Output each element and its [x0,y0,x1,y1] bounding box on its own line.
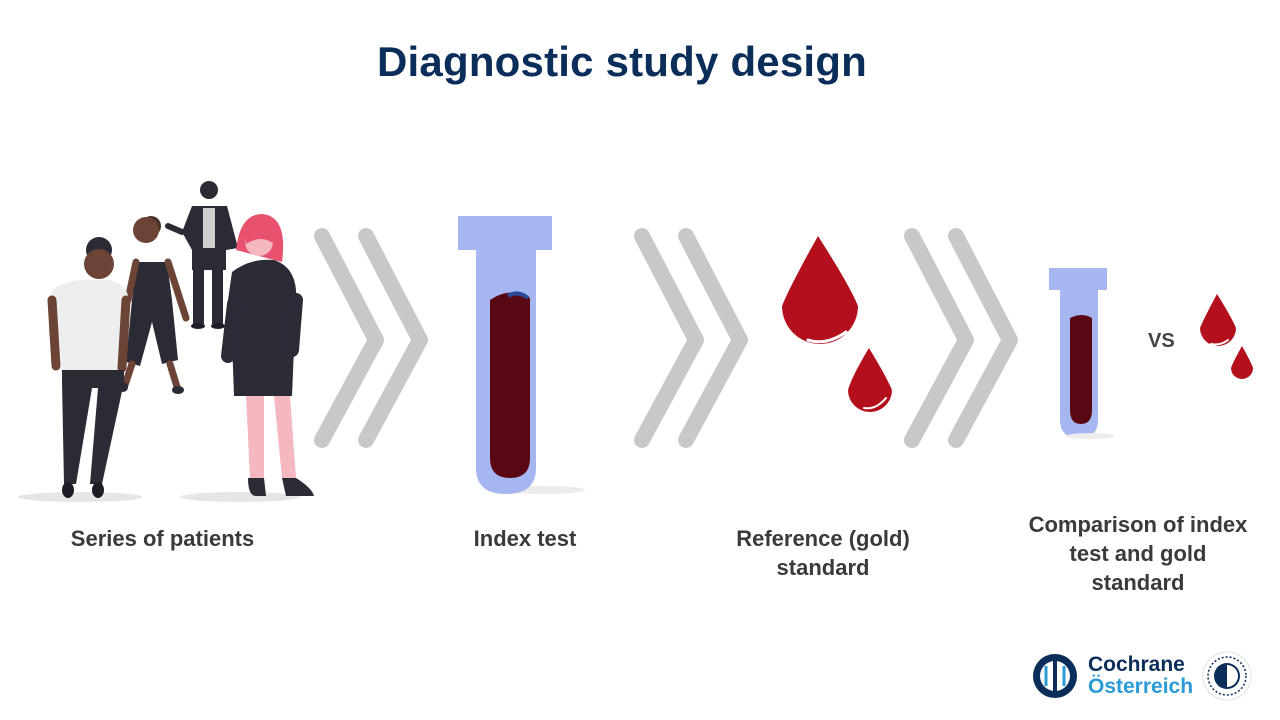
danube-university-seal-icon [1202,651,1252,701]
small-test-tube-icon [1049,268,1114,439]
cochrane-name: Cochrane [1088,653,1185,676]
small-blood-drop-icon [1200,294,1253,379]
label-line: Index test [473,526,577,551]
cochrane-country: Österreich [1088,675,1194,698]
label-line: Comparison of index [1028,512,1248,537]
chevron-arrow-3 [904,228,1018,448]
chevron-arrow-2 [634,228,748,448]
label-line: standard [776,555,870,580]
vs-label: VS [1148,330,1175,352]
blood-drop-icon [782,236,892,412]
ground-shadow [180,492,300,502]
label-line: Reference (gold) [736,526,910,551]
person-woman-jumpsuit [118,216,190,394]
cochrane-logo-icon [1033,654,1077,698]
step-label-patients: Series of patients [40,524,285,553]
step-label-reference-standard: Reference (gold) standard [712,524,934,582]
patients-illustration [18,181,314,502]
label-line: Series of patients [70,526,255,551]
page-title: Diagnostic study design [377,38,867,85]
ground-shadow [18,492,142,502]
person-man-white-shirt [47,237,131,498]
person-woman-pink-hair [221,214,314,496]
cochrane-logo-text: Cochrane Österreich [1088,654,1193,698]
person-man-suit [165,181,238,329]
step-label-index-test: Index test [430,524,620,553]
test-tube-icon [458,216,585,494]
label-line: standard [1091,570,1185,595]
step-label-comparison: Comparison of index test and gold standa… [1012,510,1264,597]
label-line: test and gold [1069,541,1207,566]
chevron-arrow-1 [314,228,428,448]
